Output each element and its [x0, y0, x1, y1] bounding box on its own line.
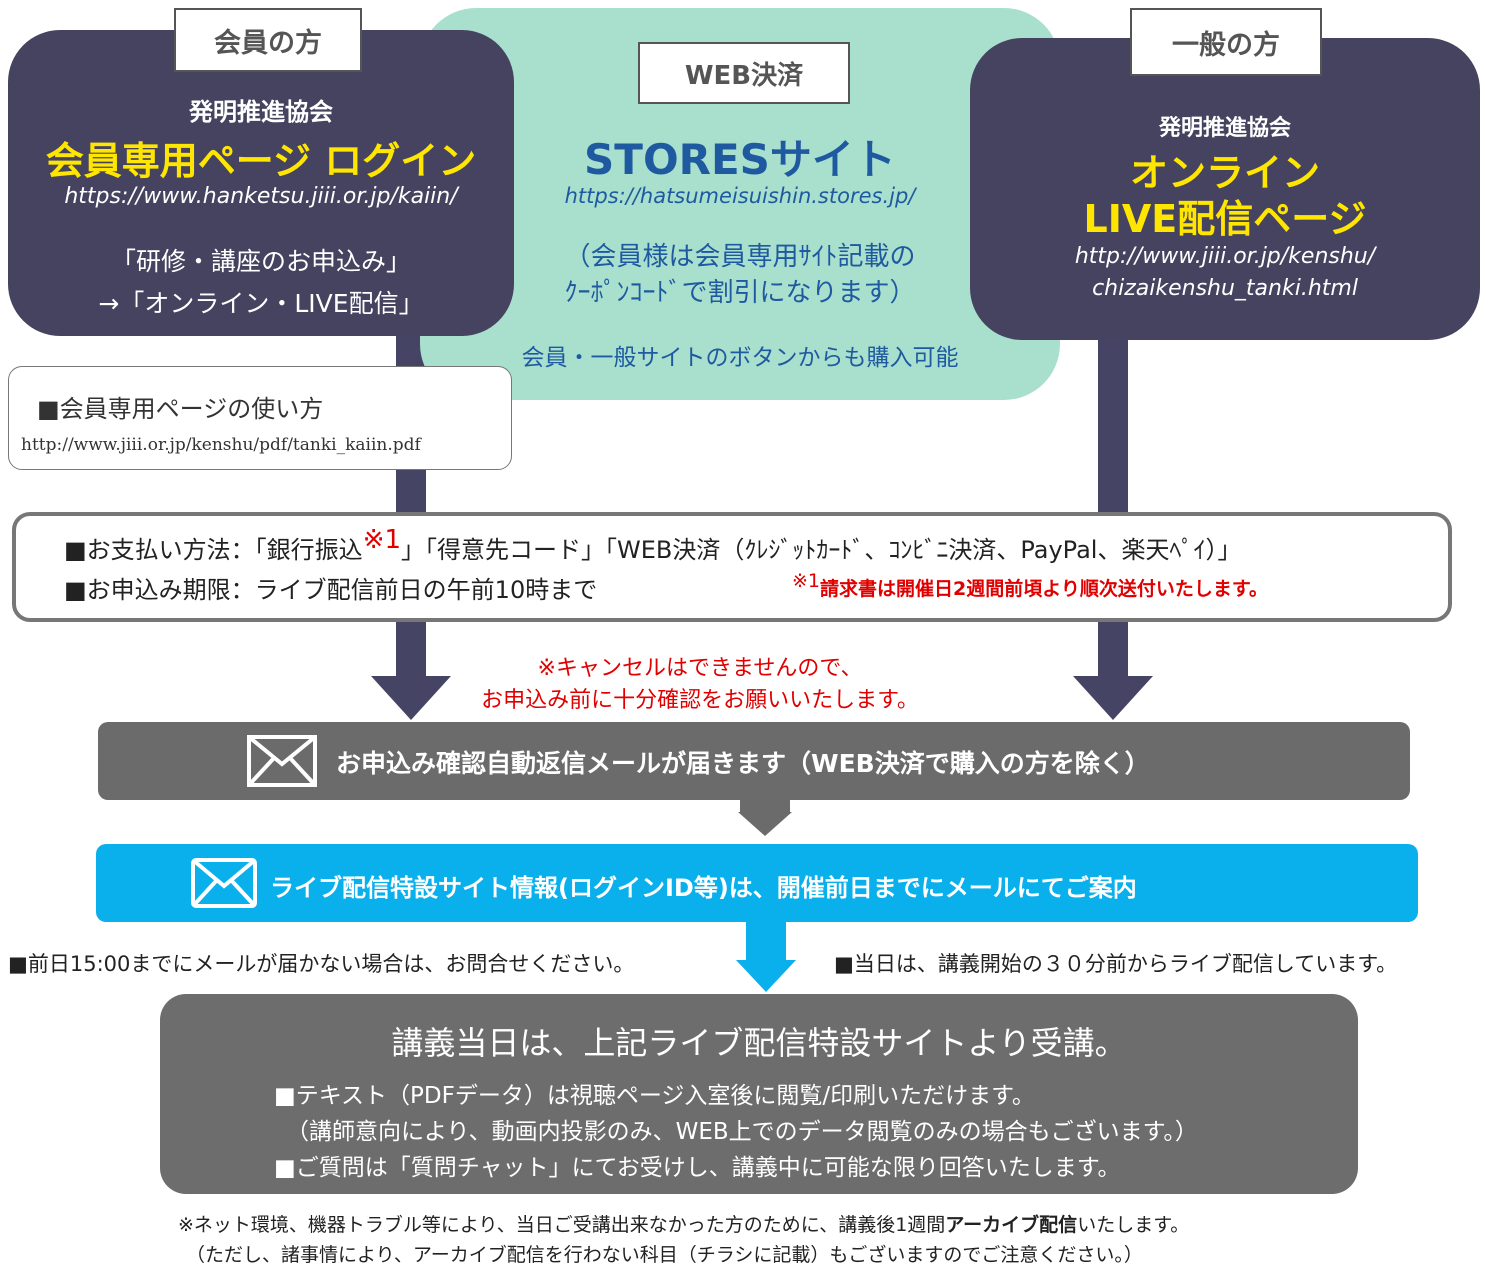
member-login-title[interactable]: 会員専用ページ ログイン — [45, 139, 477, 183]
auto-reply-mail-band: お申込み確認自動返信メールが届きます（WEB決済で購入の方を除く） — [98, 722, 1410, 800]
cancel-note-2: お申込み前に十分確認をお願いいたします。 — [481, 688, 919, 713]
stream-start-note: ■当日は、講義開始の３０分前からライブ配信しています。 — [834, 952, 1398, 976]
buy-from-sites-note: 会員・一般サイトのボタンからも購入可能 — [521, 345, 959, 371]
lecture-day-box: 講義当日は、上記ライブ配信特設サイトより受講。 ■テキスト（PDFデータ）は視聴… — [160, 994, 1358, 1194]
step-arrow-blue-head — [736, 960, 796, 992]
general-url-2[interactable]: chizaikenshu_tanki.html — [1092, 276, 1358, 301]
payment-info-box: ■お支払い方法：「銀行振込※1」「得意先コード」「WEB決済（ｸﾚｼﾞｯﾄｶｰﾄ… — [12, 512, 1452, 622]
general-url-1[interactable]: http://www.jiii.or.jp/kenshu/ — [1074, 244, 1376, 269]
cancel-note-1: ※キャンセルはできませんので、 — [537, 656, 863, 681]
general-tag: 一般の方 — [1130, 8, 1322, 76]
no-mail-note: ■前日15:00までにメールが届かない場合は、お問合せください。 — [8, 952, 635, 976]
step-arrow-gray — [740, 800, 790, 814]
member-tag: 会員の方 — [174, 8, 362, 72]
stores-title: STORESサイト — [584, 135, 896, 184]
text-pdf-sub: （講師意向により、動画内投影のみ、WEB上でのデータ閲覧のみの場合もございます。… — [286, 1119, 1198, 1145]
question-chat-item: ■ご質問は「質問チャット」にてお受けし、講義中に可能な限り回答いたします。 — [274, 1155, 1121, 1181]
step-arrow-blue — [746, 922, 786, 962]
general-connector — [1098, 330, 1128, 685]
howto-box: ■会員専用ページの使い方 http://www.jiii.or.jp/kensh… — [8, 366, 512, 470]
archive-note-bold: アーカイブ配信 — [945, 1214, 1078, 1236]
envelope-icon — [247, 735, 317, 787]
archive-note-a: ※ネット環境、機器トラブル等により、当日ご受講出来なかった方のために、講義後1週… — [178, 1214, 946, 1236]
archive-note-b: いたします。 — [1077, 1214, 1190, 1236]
web-payment-panel: WEB決済 STORESサイト https://hatsumeisuishin.… — [420, 8, 1060, 400]
payment-methods-b: 」「得意先コード」「WEB決済（ｸﾚｼﾞｯﾄｶｰﾄﾞ、ｺﾝﾋﾞﾆ決済、PayPa… — [401, 536, 1242, 564]
payment-footnote-sup: ※1 — [792, 570, 821, 592]
payment-footnote: ※1請求書は開催日2週間前頃より順次送付いたします。 — [792, 570, 1268, 601]
coupon-note-2: ｸｰﾎﾟﾝｺｰﾄﾞで割引になります） — [564, 278, 916, 308]
member-nav-1: 「研修・講座のお申込み」 — [110, 247, 411, 276]
payment-deadline: ■お申込み期限：ライブ配信前日の午前10時まで — [64, 576, 598, 604]
member-nav-2: →「オンライン・LIVE配信」 — [98, 289, 424, 318]
member-url[interactable]: https://www.hanketsu.jiii.or.jp/kaiin/ — [64, 184, 458, 209]
coupon-note-1: （会員様は会員専用ｻｲﾄ記載の — [564, 242, 916, 272]
member-panel: 発明推進協会 会員専用ページ ログイン https://www.hanketsu… — [8, 30, 514, 336]
general-arrow — [1073, 676, 1153, 720]
live-site-info-band: ライブ配信特設サイト情報(ログインID等)は、開催前日までにメールにてご案内 — [96, 844, 1418, 922]
auto-reply-text: お申込み確認自動返信メールが届きます（WEB決済で購入の方を除く） — [336, 749, 1150, 778]
archive-exception-note: （ただし、諸事情により、アーカイブ配信を行わない科目（チラシに記載）もございます… — [186, 1244, 1143, 1266]
howto-title: ■会員専用ページの使い方 — [37, 395, 324, 423]
stores-url[interactable]: https://hatsumeisuishin.stores.jp/ — [564, 184, 916, 208]
general-org: 発明推進協会 — [1158, 116, 1291, 141]
general-panel: 発明推進協会 オンライン LIVE配信ページ http://www.jiii.o… — [970, 38, 1480, 340]
live-site-info-text: ライブ配信特設サイト情報(ログインID等)は、開催前日までにメールにてご案内 — [270, 874, 1137, 902]
general-title-1[interactable]: オンライン — [1129, 151, 1320, 195]
howto-url[interactable]: http://www.jiii.or.jp/kenshu/pdf/tanki_k… — [21, 435, 421, 455]
payment-methods: ■お支払い方法：「銀行振込※1」「得意先コード」「WEB決済（ｸﾚｼﾞｯﾄｶｰﾄ… — [64, 525, 1242, 565]
payment-methods-a: ■お支払い方法：「銀行振込 — [64, 536, 363, 564]
general-title-2[interactable]: LIVE配信ページ — [1083, 197, 1367, 241]
member-arrow — [371, 676, 451, 720]
step-arrow-gray-head — [738, 812, 792, 836]
lecture-day-heading: 講義当日は、上記ライブ配信特設サイトより受講。 — [391, 1024, 1127, 1062]
payment-footnote-mark: ※1 — [362, 525, 402, 555]
member-org: 発明推進協会 — [189, 98, 333, 126]
envelope-icon-white — [191, 858, 257, 908]
archive-note: ※ネット環境、機器トラブル等により、当日ご受講出来なかった方のために、講義後1週… — [178, 1210, 1189, 1237]
web-payment-tag: WEB決済 — [638, 42, 850, 104]
payment-footnote-text: 請求書は開催日2週間前頃より順次送付いたします。 — [820, 578, 1268, 600]
text-pdf-item: ■テキスト（PDFデータ）は視聴ページ入室後に閲覧/印刷いただけます。 — [274, 1083, 1035, 1109]
